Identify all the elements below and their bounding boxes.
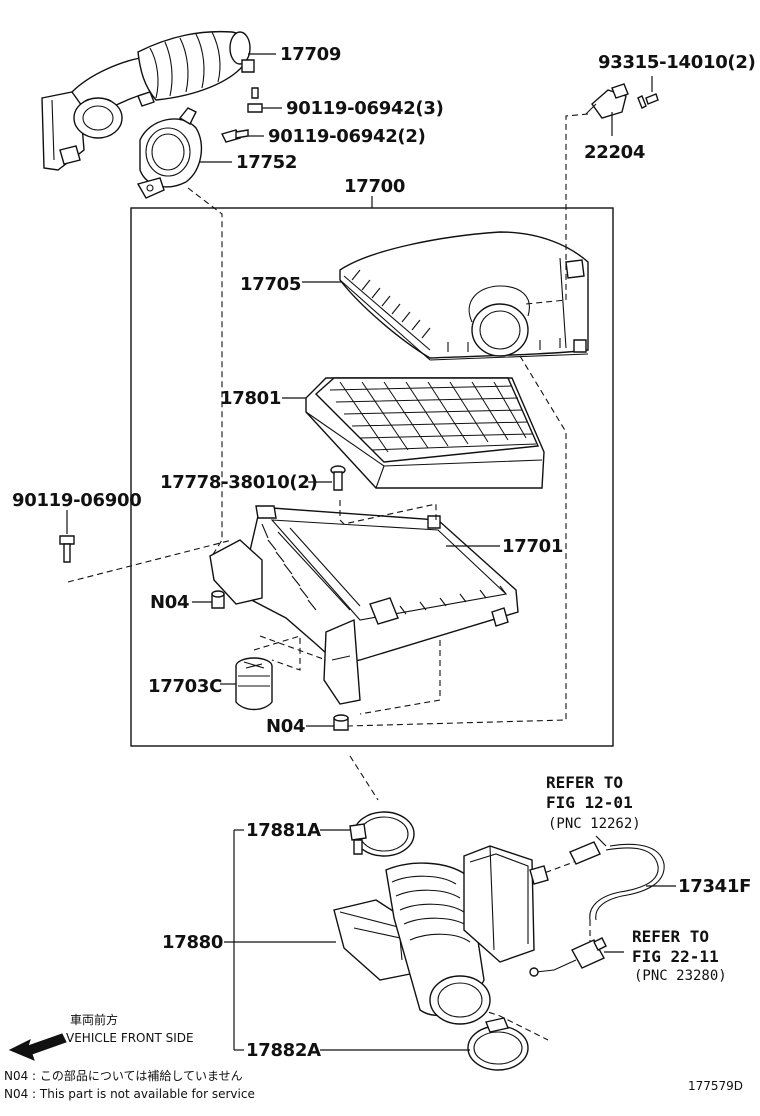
label-17703c: 17703C	[148, 676, 222, 697]
hose-17880	[333, 845, 549, 1025]
label-n04-a: N04	[150, 592, 189, 613]
dashed-guide-lower	[359, 640, 441, 715]
grommet-n04-a	[211, 590, 225, 609]
label-17341f: 17341F	[678, 876, 751, 897]
label-17882a: 17882A	[246, 1040, 321, 1061]
dashed-guide-outlet	[347, 355, 567, 727]
vsv-fig-22-11	[529, 937, 607, 977]
label-17752: 17752	[236, 152, 297, 173]
label-22204: 22204	[584, 142, 645, 163]
hose-17341f	[589, 843, 665, 921]
label-93315-14010: 93315-14010(2)	[598, 52, 756, 73]
hose-fig-12-01	[569, 841, 601, 865]
screw-93315-14010	[637, 93, 659, 109]
label-n04-b: N04	[266, 716, 305, 737]
air-cleaner-cap-17705	[339, 231, 589, 361]
label-17709: 17709	[280, 44, 341, 65]
refer-a-line2: FIG 12-01	[546, 793, 633, 812]
label-90119-06942-2: 90119-06942(2)	[268, 126, 426, 147]
refer-a-line3: (PNC 12262)	[548, 816, 641, 832]
clamp-17881a	[349, 811, 415, 857]
adapter-17752	[136, 107, 203, 199]
front-label-jp: 車両前方	[70, 1012, 118, 1027]
air-cleaner-case-17701	[209, 505, 519, 705]
front-arrow-icon	[8, 1033, 67, 1061]
refer-b-line1: REFER TO	[632, 927, 709, 946]
dashed-guide-valve-2	[259, 635, 327, 661]
screw-17778-38010	[330, 465, 346, 491]
dashed-guide-valve	[253, 635, 301, 671]
filter-element-17801	[305, 377, 545, 489]
sensor-22204	[585, 83, 629, 119]
label-90119-06900: 90119-06900	[12, 490, 141, 511]
label-90119-06942-3: 90119-06942(3)	[286, 98, 444, 119]
refer-b-line2: FIG 22-11	[632, 947, 719, 966]
dashed-guide-outlet-2	[349, 755, 379, 801]
dashed-guide-screw	[339, 500, 437, 525]
note-jp: N04 : この部品については補給していません	[4, 1068, 243, 1083]
refer-b-line3: (PNC 23280)	[634, 968, 727, 984]
leader-refer-12-01	[595, 835, 607, 847]
dashed-guide-bolt	[67, 539, 233, 583]
intake-duct-17709	[41, 30, 255, 171]
refer-a-line1: REFER TO	[546, 773, 623, 792]
clamp-17882a	[467, 1017, 529, 1071]
bolt-90119-06942-2	[220, 129, 249, 143]
dashed-guide-hose	[535, 861, 575, 877]
front-label-en: VEHICLE FRONT SIDE	[66, 1031, 194, 1045]
dashed-guide-17752	[187, 187, 223, 557]
figure-id: 177579D	[688, 1079, 743, 1093]
bolt-90119-06900	[59, 535, 75, 563]
label-17801: 17801	[220, 388, 281, 409]
label-17778-38010: 17778-38010(2)	[160, 472, 318, 493]
valve-17703c	[235, 657, 273, 711]
note-en: N04 : This part is not available for ser…	[4, 1087, 255, 1101]
label-17880: 17880	[162, 932, 223, 953]
label-17705: 17705	[240, 274, 301, 295]
label-17701: 17701	[502, 536, 563, 557]
grommet-n04-b	[333, 714, 349, 731]
bolt-90119-06942-3	[247, 87, 263, 113]
dashed-guide-22204	[525, 113, 589, 305]
label-17881a: 17881A	[246, 820, 321, 841]
label-17700: 17700	[344, 176, 405, 197]
